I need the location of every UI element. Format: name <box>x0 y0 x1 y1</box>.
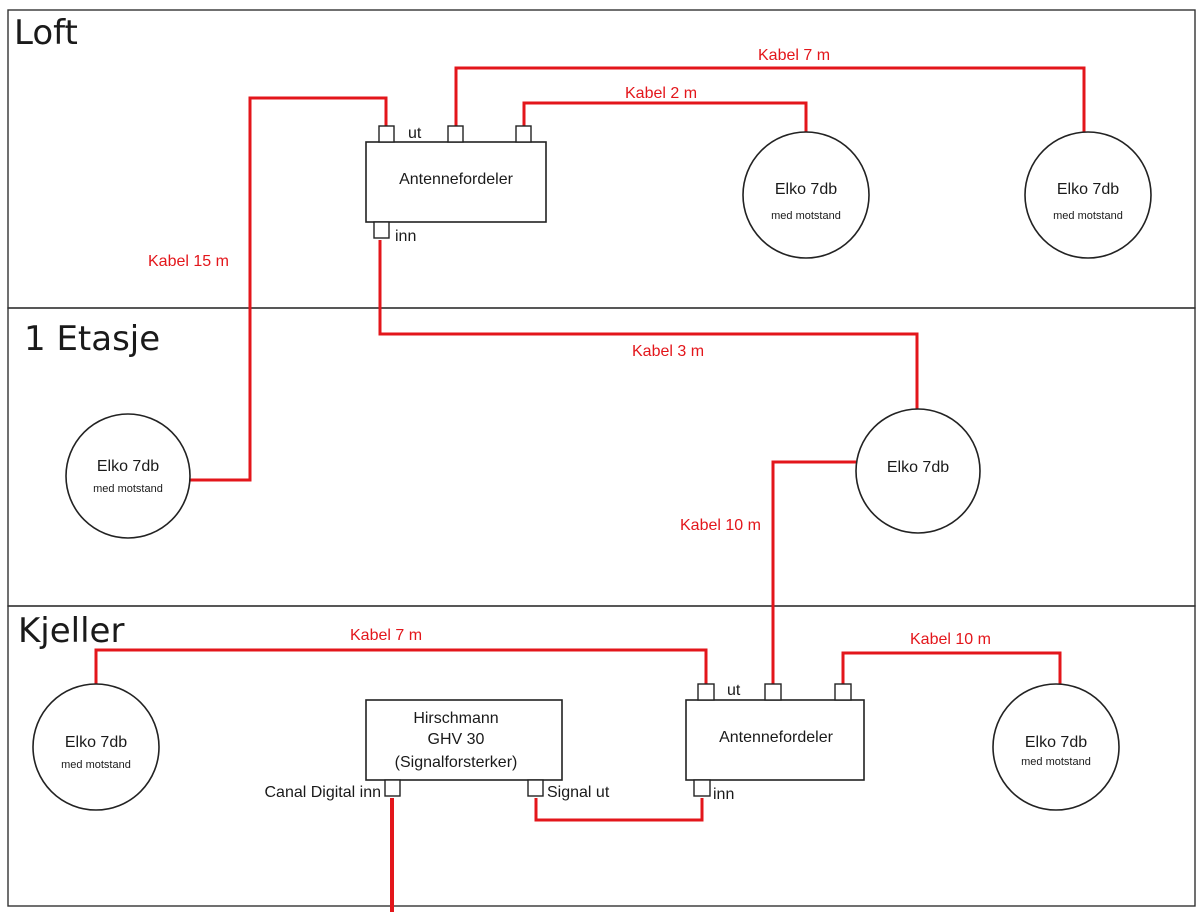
loft-splitter-box <box>365 141 547 223</box>
label-kabel-15m: Kabel 15 m <box>148 253 229 270</box>
cable-kjeller-10m <box>841 651 1062 685</box>
kjeller-splitter-out-label: ut <box>727 682 741 699</box>
kjeller-splitter-name: Antennefordeler <box>719 729 834 746</box>
label-kabel-10m-vertical: Kabel 10 m <box>680 517 761 534</box>
kjeller-socket-right: Elko 7db med motstand <box>992 683 1120 811</box>
floor-title-loft: Loft <box>14 13 78 53</box>
loft-socket-1: Elko 7db med motstand <box>742 131 870 259</box>
kjeller-splitter-port-in <box>693 779 711 797</box>
kjeller-frame <box>7 605 1196 907</box>
label-kabel-3m: Kabel 3 m <box>632 343 704 360</box>
etasje-socket-right: Elko 7db <box>855 408 981 534</box>
etasje-socket-left-circle <box>65 413 191 539</box>
kjeller-socket-right-name: Elko 7db <box>1025 734 1087 751</box>
loft-socket-2: Elko 7db med motstand <box>1024 131 1152 259</box>
kjeller-splitter-port-out-1 <box>697 683 715 701</box>
cable-loft-7m <box>454 66 1086 132</box>
cable-15m <box>190 96 388 482</box>
cable-kjeller-7m <box>94 648 708 685</box>
amplifier-line-1: Hirschmann <box>413 710 498 727</box>
loft-splitter-in-label: inn <box>395 228 416 245</box>
etasje-socket-right-circle <box>855 408 981 534</box>
kjeller-splitter: ut inn Antennefordeler <box>685 682 865 803</box>
etasje-socket-left: Elko 7db med motstand <box>65 413 191 539</box>
amplifier-port-out <box>527 779 544 797</box>
kjeller-socket-right-sub: med motstand <box>1021 756 1091 768</box>
loft-splitter: ut inn Antennefordeler <box>365 125 547 245</box>
etasje-socket-left-name: Elko 7db <box>97 458 159 475</box>
kjeller-socket-left: Elko 7db med motstand <box>32 683 160 811</box>
amplifier-out-label: Signal ut <box>547 784 610 801</box>
amplifier-line-2: GHV 30 <box>428 731 485 748</box>
label-kjeller-kabel-10m: Kabel 10 m <box>910 631 991 648</box>
cable-loft-2m <box>522 101 808 132</box>
cable-3m <box>378 240 919 410</box>
loft-socket-2-sub: med motstand <box>1053 210 1123 222</box>
loft-socket-1-sub: med motstand <box>771 210 841 222</box>
label-loft-kabel-7m: Kabel 7 m <box>758 47 830 64</box>
loft-splitter-port-in <box>373 221 390 239</box>
kjeller-socket-right-circle <box>992 683 1120 811</box>
loft-splitter-port-out-2 <box>447 125 464 143</box>
loft-socket-1-circle <box>742 131 870 259</box>
floor-title-etasje: 1 Etasje <box>24 319 160 359</box>
kjeller-splitter-in-label: inn <box>713 786 734 803</box>
loft-socket-2-circle <box>1024 131 1152 259</box>
etasje-socket-right-name: Elko 7db <box>887 459 949 476</box>
kjeller-splitter-port-out-2 <box>764 683 782 701</box>
kjeller-socket-left-name: Elko 7db <box>65 734 127 751</box>
loft-socket-1-name: Elko 7db <box>775 181 837 198</box>
loft-splitter-port-out-1 <box>378 125 395 143</box>
loft-socket-2-name: Elko 7db <box>1057 181 1119 198</box>
kjeller-socket-left-circle <box>32 683 160 811</box>
amplifier-line-3: (Signalforsterker) <box>395 754 518 771</box>
cable-10m-vertical <box>771 460 856 684</box>
amplifier: Hirschmann GHV 30 (Signalforsterker) Can… <box>264 699 610 801</box>
amplifier-port-in <box>384 779 401 797</box>
kjeller-splitter-port-out-3 <box>834 683 852 701</box>
amplifier-box <box>365 699 563 781</box>
kjeller-splitter-box <box>685 699 865 781</box>
etasje-socket-left-sub: med motstand <box>93 483 163 495</box>
floor-title-kjeller: Kjeller <box>18 611 124 651</box>
cables <box>94 66 1086 912</box>
kjeller-socket-left-sub: med motstand <box>61 759 131 771</box>
loft-splitter-port-out-3 <box>515 125 532 143</box>
floor-frames <box>7 9 1196 907</box>
loft-splitter-name: Antennefordeler <box>399 171 514 188</box>
cable-signal-ut <box>534 798 704 822</box>
label-loft-kabel-2m: Kabel 2 m <box>625 85 697 102</box>
amplifier-in-label: Canal Digital inn <box>264 784 381 801</box>
loft-splitter-out-label: ut <box>408 125 422 142</box>
label-kjeller-kabel-7m: Kabel 7 m <box>350 627 422 644</box>
